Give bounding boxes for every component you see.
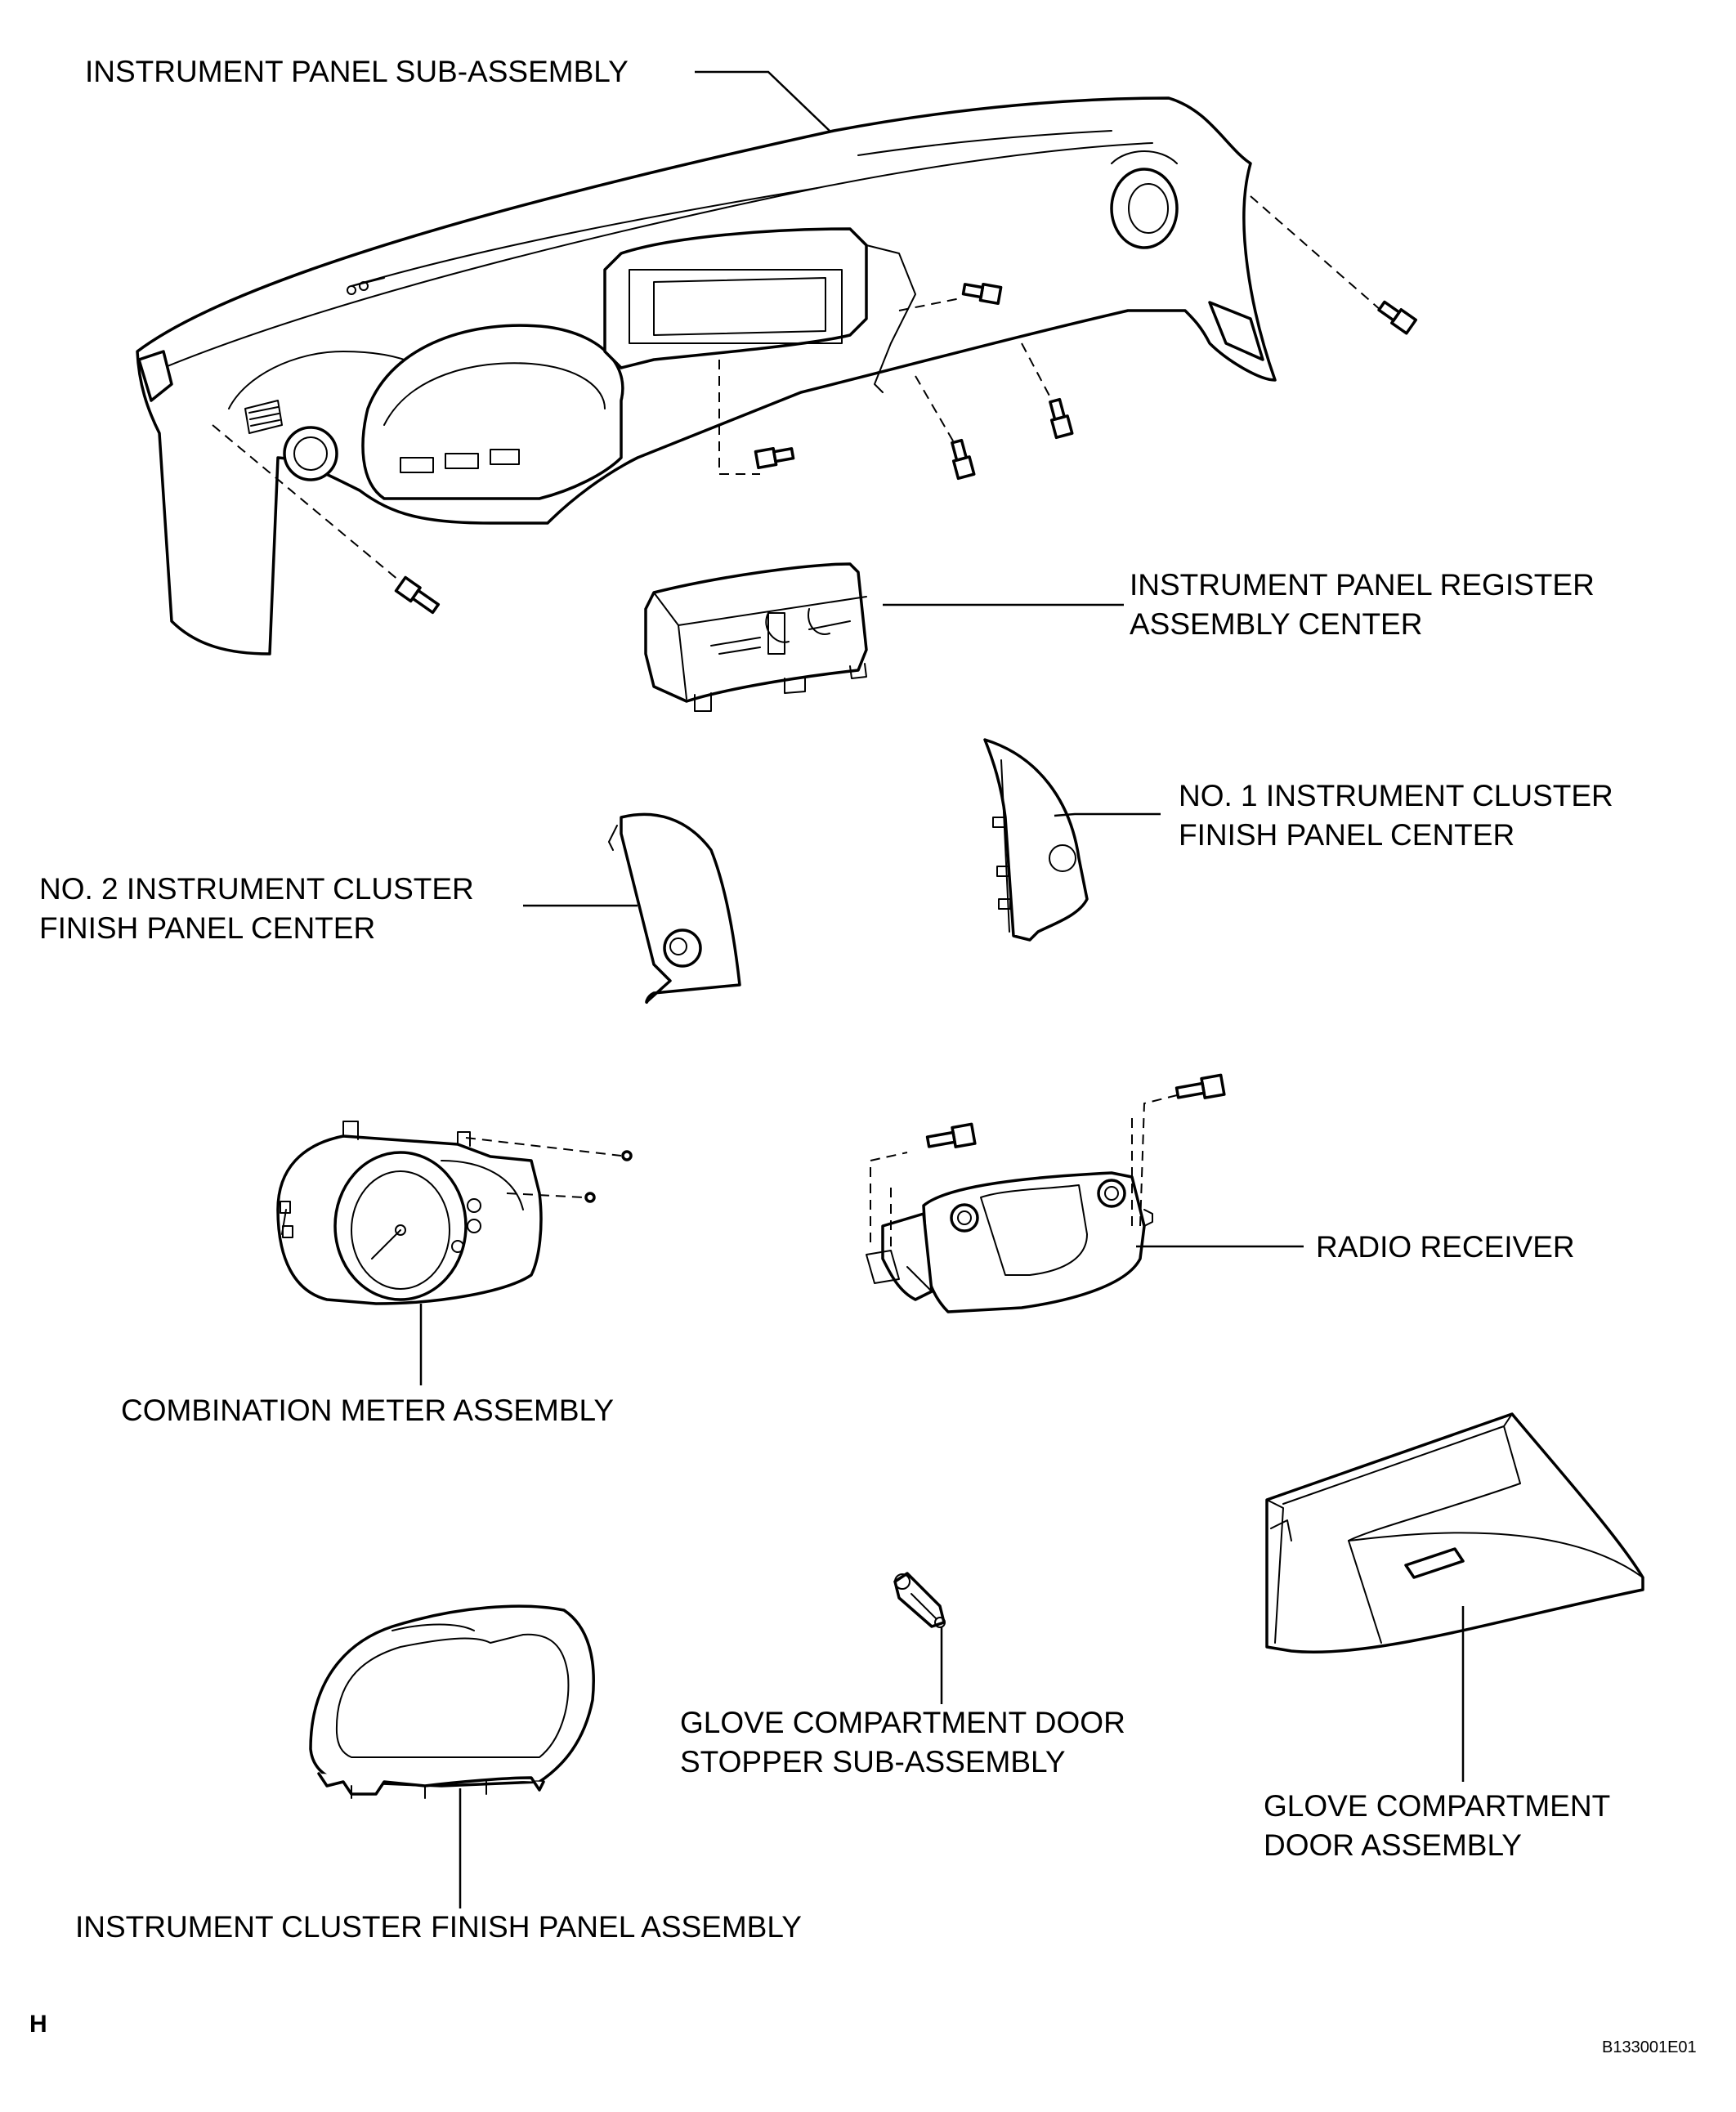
- register-assembly-center: [644, 562, 868, 712]
- label-no1-cluster-line1: NO. 1 INSTRUMENT CLUSTER: [1179, 779, 1613, 812]
- label-cluster-finish-panel: INSTRUMENT CLUSTER FINISH PANEL ASSEMBLY: [75, 1910, 802, 1944]
- label-no1-cluster-line2: FINISH PANEL CENTER: [1179, 818, 1515, 852]
- label-glove-stopper-line1: GLOVE COMPARTMENT DOOR: [680, 1706, 1125, 1739]
- no1-cluster-finish-panel-center: [983, 738, 1089, 942]
- label-glove-door-line2: DOOR ASSEMBLY: [1264, 1828, 1522, 1862]
- label-glove-door-line1: GLOVE COMPARTMENT: [1264, 1789, 1611, 1823]
- label-no2-cluster-line1: NO. 2 INSTRUMENT CLUSTER: [39, 872, 474, 906]
- corner-mark: H: [29, 2011, 47, 2038]
- label-instrument-panel-sub-assembly: INSTRUMENT PANEL SUB-ASSEMBLY: [85, 55, 629, 88]
- instrument-panel-sub-assembly: [136, 96, 1277, 656]
- label-register-center-line1: INSTRUMENT PANEL REGISTER: [1130, 568, 1595, 602]
- glove-compartment-door-assembly: [1265, 1412, 1644, 1654]
- label-combination-meter: COMBINATION METER ASSEMBLY: [121, 1394, 615, 1427]
- label-register-center-line2: ASSEMBLY CENTER: [1130, 607, 1423, 641]
- radio-receiver: [866, 1073, 1226, 1313]
- combination-meter-assembly: [276, 1121, 633, 1305]
- label-radio-receiver: RADIO RECEIVER: [1316, 1230, 1575, 1264]
- glove-compartment-door-stopper: [893, 1572, 946, 1628]
- leader-lines: [419, 70, 1465, 1908]
- label-glove-stopper-line2: STOPPER SUB-ASSEMBLY: [680, 1745, 1066, 1779]
- figure-code: B133001E01: [1602, 2038, 1697, 2056]
- label-no2-cluster-line2: FINISH PANEL CENTER: [39, 911, 376, 945]
- instrument-cluster-finish-panel-assembly: [309, 1604, 595, 1799]
- panel-bolts: [212, 195, 1418, 615]
- no2-cluster-finish-panel-center: [608, 812, 741, 1004]
